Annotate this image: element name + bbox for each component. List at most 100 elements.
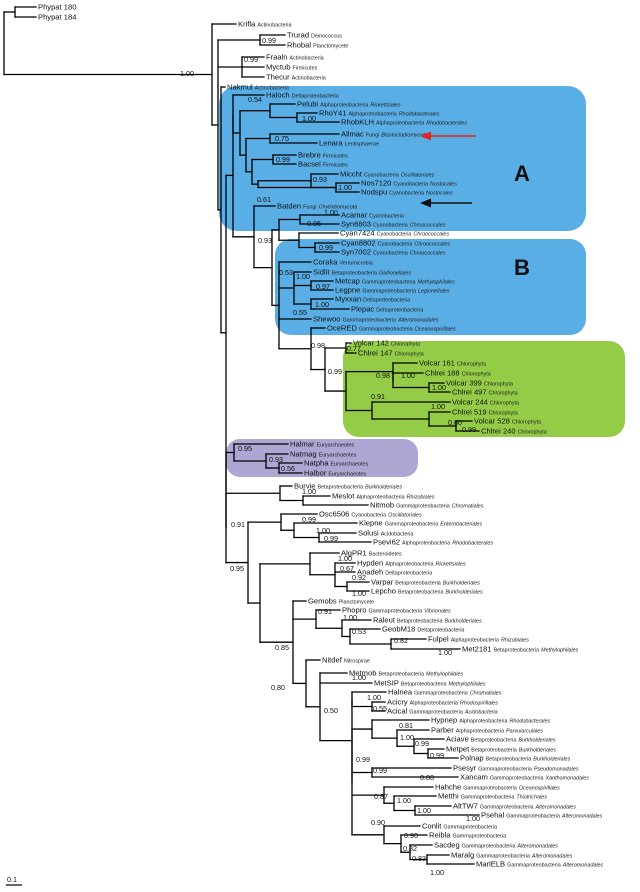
- support-value: 0.99: [319, 243, 333, 252]
- leaf-name: Nitdef: [322, 656, 343, 665]
- support-value: 1.00: [338, 183, 352, 192]
- leaf-name: Maralg: [451, 851, 474, 860]
- leaf-name: Metmob: [349, 669, 376, 678]
- leaf-order: Chroococcales: [414, 242, 450, 248]
- support-value: 0.95: [230, 564, 244, 573]
- leaf-taxon: Alphaproteobacteria: [410, 701, 458, 707]
- support-value: 0.99: [356, 755, 370, 764]
- leaf-name: Metcap: [335, 277, 360, 286]
- support-value: 0.91: [371, 392, 385, 401]
- support-value: 0.81: [399, 721, 413, 730]
- leaf-taxon: Chlorophyta: [395, 352, 424, 358]
- leaf-name: Conlit: [422, 822, 442, 831]
- support-value: 0.99: [244, 55, 258, 64]
- leaf-order: Alteromonadales: [397, 318, 439, 324]
- support-value: 0.95: [238, 444, 252, 453]
- support-value: 1.00: [367, 693, 381, 702]
- leaf-name: Meslot: [332, 492, 355, 501]
- leaf-taxon: Alphaproteobacteria: [451, 638, 499, 644]
- leaf-taxon: Gammaproteobacteria: [480, 805, 534, 811]
- leaf-order: Rhodobacterales: [452, 541, 493, 547]
- leaf-taxon: Chlorophyta: [489, 411, 518, 417]
- clade-b-label: B: [514, 255, 530, 280]
- leaf-taxon: Gammaproteobacteria: [342, 318, 396, 324]
- leaf-taxon: Actinobacteria: [292, 76, 326, 82]
- support-values: 1.000.990.990.541.000.750.990.931.000.61…: [180, 36, 480, 877]
- clade-a-label: A: [514, 161, 530, 186]
- leaf-name: Reibla: [429, 831, 451, 840]
- scale-bar-label: 0.1: [7, 875, 17, 884]
- support-value: 0.67: [340, 564, 354, 573]
- leaf-taxon: Gammaproteobacteria: [461, 795, 515, 801]
- leaf-name: Met2181: [462, 645, 492, 654]
- leaf-taxon: Euryarchaeotes: [328, 472, 366, 478]
- leaf-order: Alteromonadales: [516, 844, 558, 850]
- leaf-name: Nodspu: [361, 188, 387, 197]
- support-value: 1.00: [343, 613, 357, 622]
- support-value: 1.00: [316, 526, 330, 535]
- leaf-name: Volcar 161: [419, 359, 455, 368]
- scale-bar: 0.1: [6, 875, 22, 886]
- support-value: 0.90: [371, 818, 385, 827]
- support-value: 0.99: [415, 739, 429, 748]
- leaf-taxon: Chlorophyta: [489, 391, 518, 397]
- leaf-taxon: Deltaproteobacteria: [292, 94, 339, 100]
- leaf-name: Hypden: [357, 559, 383, 568]
- support-value: 1.00: [352, 589, 366, 598]
- support-value: 0.55: [373, 704, 387, 713]
- leaf-name: Aciave: [446, 735, 469, 744]
- leaf-name: Coraka: [313, 258, 338, 267]
- support-value: 0.80: [271, 683, 285, 692]
- leaf-taxon: Actinobacteria: [257, 23, 291, 29]
- leaf-name: Klepne: [359, 519, 383, 528]
- leaf-name: MetSIP: [374, 679, 399, 688]
- leaf-name: Chlrei 519: [452, 408, 487, 417]
- leaf-order: Burkholderiales: [518, 738, 555, 744]
- leaf-name: Volcar 399: [446, 379, 482, 388]
- leaf-name: Phypat 184: [38, 13, 76, 22]
- support-value: 0.53: [279, 268, 293, 277]
- leaf-name: Acamar: [341, 211, 368, 220]
- support-value: 1.00: [352, 673, 366, 682]
- support-value: 0.97: [316, 282, 330, 291]
- leaf-name: Volcar 528: [474, 417, 510, 426]
- leaf-taxon: Firmicutes: [292, 66, 317, 72]
- leaf-order: Pseudomonadales: [534, 767, 579, 773]
- leaf-taxon: Gammaproteobacteria: [396, 504, 450, 510]
- leaf-order: Rhodobacterales: [509, 719, 550, 725]
- support-value: 0.99: [324, 534, 338, 543]
- leaf-order: Blastocladiomycota: [381, 133, 427, 139]
- leaf-order: Burkholderiales: [443, 581, 480, 587]
- leaf-taxon: Deltaproteobacteria: [363, 298, 410, 304]
- leaf-order: Alteromonadales: [535, 805, 577, 811]
- leaf-name: Cyan8802: [341, 239, 376, 248]
- leaf-name: Metthi: [438, 792, 459, 801]
- leaf-name: Burvie: [294, 482, 316, 491]
- leaf-order: Vibrionales: [424, 609, 451, 615]
- leaf-taxon: Betaproteobacteria: [331, 271, 377, 277]
- support-value: 0.83: [412, 854, 426, 863]
- leaf-name: Miccht: [340, 170, 363, 179]
